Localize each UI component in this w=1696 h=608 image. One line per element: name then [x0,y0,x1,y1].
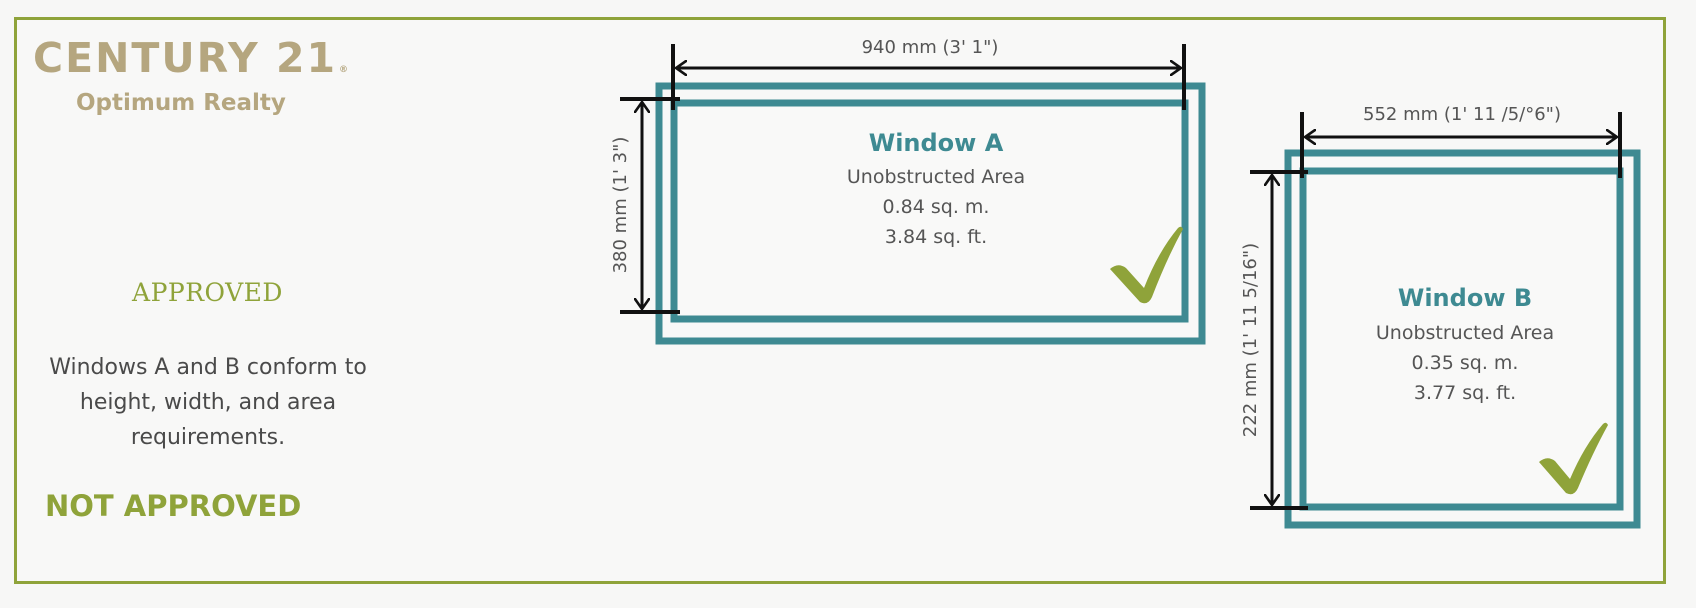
window-a-checkmark-icon [1110,226,1183,304]
window-b-area-label: Unobstructed Area [1376,322,1554,344]
not-approved-heading: NOT APPROVED [45,489,302,523]
window-a: 940 mm (3' 1") 380 mm (1' 3") Window A U… [610,37,1206,345]
window-a-area-label: Unobstructed Area [847,166,1025,188]
window-b-width-label: 552 mm (1' 11 /5/°6") [1363,104,1561,125]
window-a-height-label: 380 mm (1' 3") [610,137,631,274]
window-b-area-imperial: 3.77 sq. ft. [1414,382,1516,404]
approved-heading: APPROVED [132,278,283,307]
window-b-checkmark-icon [1539,422,1608,495]
window-b-title: Window B [1398,284,1532,312]
window-b-outer-frame [1284,149,1641,529]
brand-subtitle: Optimum Realty [76,90,286,116]
window-a-area-imperial: 3.84 sq. ft. [885,226,987,248]
window-a-inner-frame [670,99,1189,323]
window-a-outer-frame [655,82,1206,345]
brand-logo: CENTURY 21® [33,38,348,79]
brand-name: CENTURY 21 [33,34,338,82]
window-b-inner-frame [1299,167,1624,511]
window-b: 552 mm (1' 11 /5/°6") 222 mm (1' 11 5/16… [1240,104,1641,529]
window-a-title: Window A [869,129,1004,157]
approval-description: Windows A and B conform to height, width… [49,355,367,450]
window-a-area-metric: 0.84 sq. m. [883,196,990,218]
registered-mark: ® [339,65,349,75]
window-b-height-label: 222 mm (1' 11 5/16") [1240,243,1261,437]
window-a-width-label: 940 mm (3' 1") [862,37,999,58]
window-b-area-metric: 0.35 sq. m. [1412,352,1519,374]
